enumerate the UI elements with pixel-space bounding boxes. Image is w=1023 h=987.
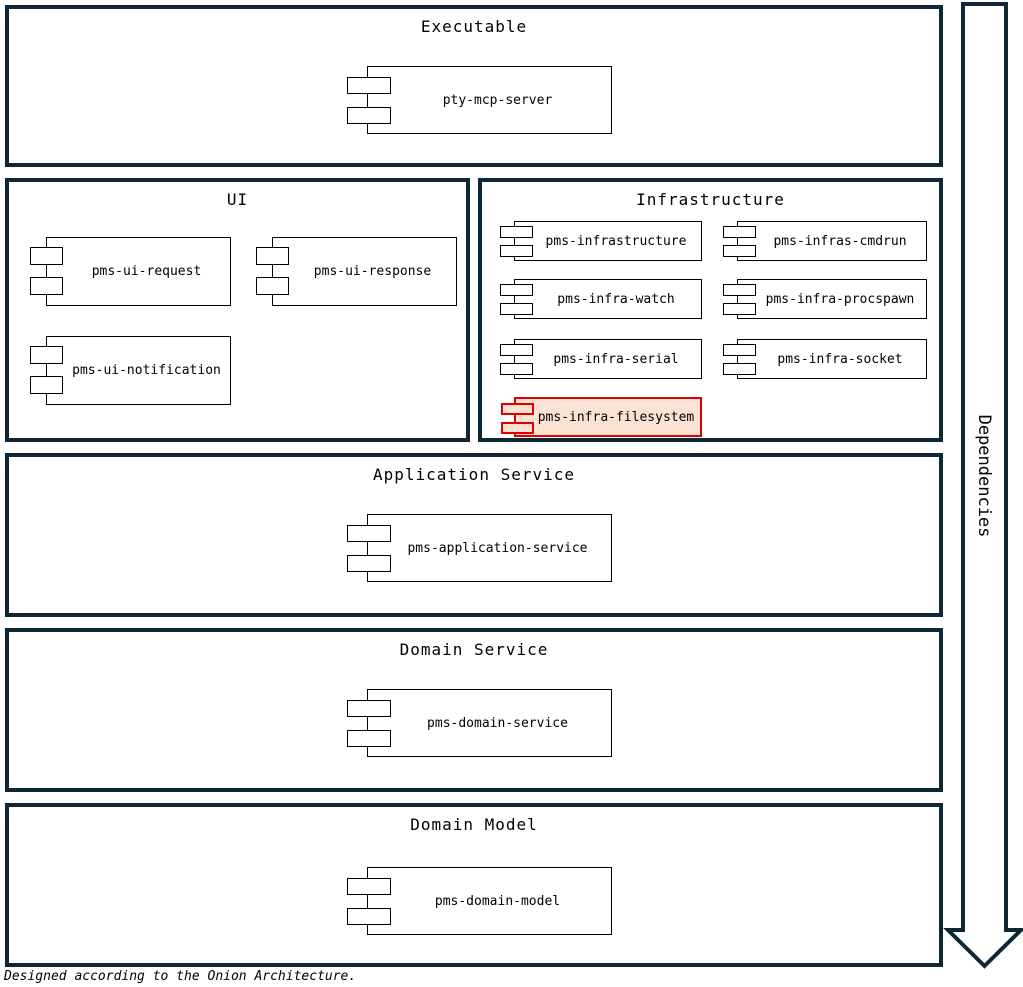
component-tab-icon (347, 908, 391, 925)
component-tab-icon (30, 277, 63, 295)
component-tab-icon (30, 346, 63, 364)
component-label: pms-infra-socket (777, 351, 903, 367)
component-pms-infras-cmdrun: pms-infras-cmdrun (723, 221, 927, 261)
component-label: pms-ui-response (313, 264, 432, 279)
component-tab-icon (500, 245, 533, 257)
component-label: pms-ui-notification (72, 363, 221, 378)
layer-title-domain-model: Domain Model (410, 815, 538, 834)
component-tab-icon (500, 344, 533, 356)
component-label: pms-infrastructure (545, 233, 687, 249)
component-tab-icon (347, 525, 391, 542)
component-label: pms-infra-procspawn (765, 291, 915, 307)
component-label: pms-application-service (407, 540, 588, 556)
component-tab-icon (30, 247, 63, 265)
component-label: pms-ui-request (91, 264, 202, 279)
component-pms-domain-model: pms-domain-model (347, 867, 612, 935)
component-tab-icon (347, 700, 391, 717)
component-tab-icon (723, 344, 756, 356)
component-pty-mcp-server: pty-mcp-server (347, 66, 612, 134)
component-label: pms-domain-model (434, 893, 561, 909)
layer-title-executable: Executable (420, 17, 528, 36)
component-tab-icon (723, 303, 756, 315)
layer-infrastructure: Infrastructure pms-infrastructure pms-in… (478, 178, 943, 442)
component-tab-icon (347, 878, 391, 895)
component-tab-icon (723, 226, 756, 238)
component-tab-icon (501, 422, 534, 434)
component-tab-icon (723, 284, 756, 296)
component-tab-icon (256, 277, 289, 295)
component-tab-icon (500, 284, 533, 296)
layer-title-application-service: Application Service (372, 465, 576, 484)
component-label: pms-domain-service (427, 715, 568, 731)
component-pms-application-service: pms-application-service (347, 514, 612, 582)
component-pms-ui-notification: pms-ui-notification (30, 336, 231, 405)
component-tab-icon (347, 107, 391, 124)
layer-ui: UI pms-ui-request pms-ui-response pms-ui… (5, 178, 470, 442)
component-pms-infra-socket: pms-infra-socket (723, 339, 927, 379)
component-tab-icon (501, 403, 534, 415)
component-tab-icon (500, 226, 533, 238)
component-pms-infrastructure: pms-infrastructure (500, 221, 702, 261)
layer-title-domain-service: Domain Service (399, 640, 549, 659)
dependencies-arrow-label: Dependencies (974, 414, 994, 538)
component-pms-infra-serial: pms-infra-serial (500, 339, 702, 379)
component-pms-infra-filesystem-highlighted: pms-infra-filesystem (501, 397, 702, 437)
component-pms-ui-request: pms-ui-request (30, 237, 231, 306)
layer-application-service: Application Service pms-application-serv… (5, 453, 943, 617)
component-tab-icon (30, 376, 63, 394)
component-label: pms-infra-filesystem (537, 409, 695, 425)
component-tab-icon (347, 555, 391, 572)
component-tab-icon (500, 363, 533, 375)
component-tab-icon (347, 77, 391, 94)
component-label: pty-mcp-server (442, 92, 553, 108)
diagram-caption: Designed according to the Onion Architec… (4, 969, 357, 984)
component-tab-icon (347, 730, 391, 747)
component-label: pms-infra-serial (553, 351, 679, 367)
layer-domain-service: Domain Service pms-domain-service (5, 628, 943, 792)
component-pms-ui-response: pms-ui-response (256, 237, 457, 306)
component-tab-icon (256, 247, 289, 265)
component-label: pms-infras-cmdrun (773, 233, 907, 249)
component-tab-icon (723, 245, 756, 257)
component-pms-infra-procspawn: pms-infra-procspawn (723, 279, 927, 319)
layer-executable: Executable pty-mcp-server (5, 5, 943, 167)
dependencies-arrow-icon (943, 2, 1023, 969)
component-pms-infra-watch: pms-infra-watch (500, 279, 702, 319)
component-tab-icon (723, 363, 756, 375)
layer-domain-model: Domain Model pms-domain-model (5, 803, 943, 967)
component-pms-domain-service: pms-domain-service (347, 689, 612, 757)
layer-title-ui: UI (226, 190, 249, 209)
component-tab-icon (500, 303, 533, 315)
layer-title-infrastructure: Infrastructure (636, 190, 785, 209)
component-label: pms-infra-watch (557, 291, 675, 307)
